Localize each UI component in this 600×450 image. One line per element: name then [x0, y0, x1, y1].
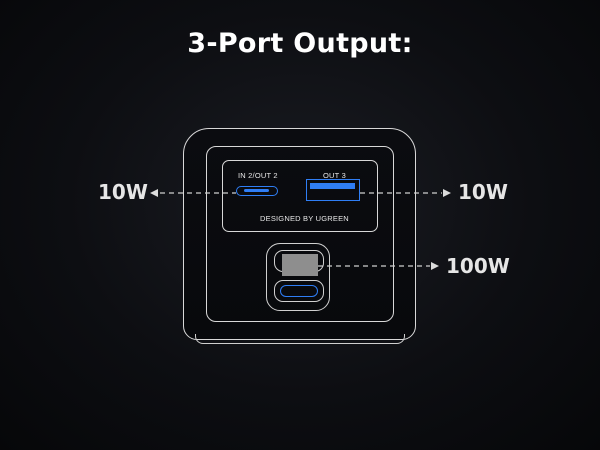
port-panel: [222, 160, 378, 232]
dc-plug: [282, 254, 318, 276]
page-title: 3-Port Output:: [187, 28, 413, 59]
usb-c-power: 10W: [98, 180, 148, 204]
usb-c-port-label: IN 2/OUT 2: [238, 171, 278, 180]
brand-text: DESIGNED BY UGREEN: [260, 214, 349, 223]
dc-port-bottom-inner: [280, 285, 318, 297]
arrow-right-icon: [443, 189, 451, 197]
front-face: [206, 146, 394, 322]
usb-a-power: 10W: [458, 180, 508, 204]
dc-port-housing: [266, 243, 330, 311]
arrow-left-icon: [150, 189, 158, 197]
dc-port-bottom: [274, 280, 324, 302]
usb-a-port: [306, 179, 360, 201]
arrow-right-icon: [431, 262, 439, 270]
usb-a-port-label: OUT 3: [323, 171, 346, 180]
usb-c-port: [236, 186, 278, 196]
dc-power: 100W: [446, 254, 510, 278]
